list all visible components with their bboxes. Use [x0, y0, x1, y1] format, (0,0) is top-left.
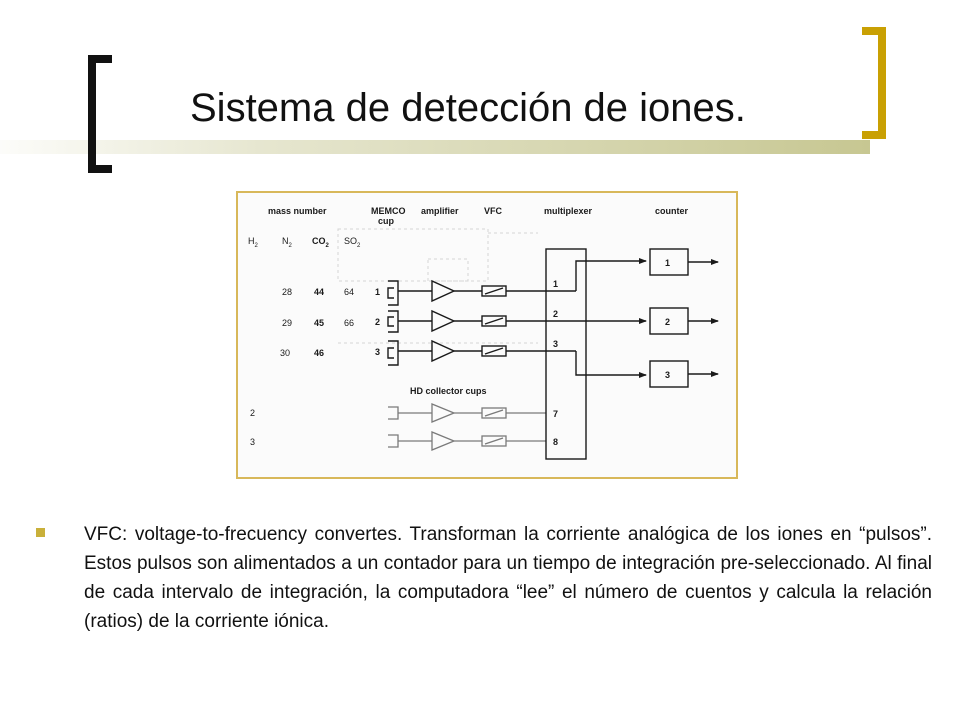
channel-2 — [387, 309, 647, 333]
bullet-text: VFC: voltage-to-frecuency convertes. Tra… — [84, 524, 932, 632]
hd-amplifier-8 — [431, 431, 456, 451]
faint-background-sketch — [337, 228, 538, 344]
hd-collector-label: HD collector cups — [410, 386, 487, 396]
hd-left-label-3: 3 — [250, 437, 255, 447]
vfc-slash — [484, 437, 504, 445]
mass-value: 28 — [282, 287, 292, 297]
channel-1 — [387, 258, 647, 306]
mass-number-table: 28 44 64 29 45 66 30 46 — [280, 287, 354, 358]
cup-label-1: 1 — [375, 287, 380, 297]
ion-detection-diagram: mass number MEMCO cup amplifier VFC mult… — [236, 191, 738, 479]
vfc-slash — [484, 287, 504, 295]
mass-value: 66 — [344, 318, 354, 328]
gas-headers: H2 N2 CO2 SO2 — [248, 236, 361, 249]
bullet-item: VFC: voltage-to-frecuency convertes. Tra… — [36, 520, 932, 636]
left-bracket-decoration — [88, 55, 112, 173]
header-vfc: VFC — [484, 206, 503, 216]
channel-3 — [387, 339, 647, 378]
amplifier-3 — [431, 339, 456, 363]
hd-channel-8 — [388, 431, 546, 451]
hd-amplifier-7 — [431, 403, 456, 423]
hd-left-label-2: 2 — [250, 408, 255, 418]
header-multiplexer: multiplexer — [544, 206, 593, 216]
counter-label-2: 2 — [665, 317, 670, 327]
square-bullet-icon — [36, 528, 45, 537]
mass-value: 30 — [280, 348, 290, 358]
header-mass-number: mass number — [268, 206, 327, 216]
header-amplifier: amplifier — [421, 206, 459, 216]
slide-title: Sistema de detección de iones. — [190, 86, 746, 130]
vfc-slash — [484, 409, 504, 417]
gas-co2: CO2 — [312, 236, 330, 249]
cup-inner-1 — [387, 287, 394, 299]
header-counter: counter — [655, 206, 689, 216]
cup-label-3: 3 — [375, 347, 380, 357]
mass-value: 45 — [314, 318, 324, 328]
mass-value: 29 — [282, 318, 292, 328]
hd-channel-7 — [388, 403, 546, 423]
header-memco: MEMCO — [371, 206, 406, 216]
gas-h2: H2 — [248, 236, 259, 249]
vfc-slash — [484, 347, 504, 355]
faraday-cup-2 — [388, 310, 399, 333]
multiplexer-box — [545, 248, 587, 460]
header-memco-cup: cup — [378, 216, 395, 226]
counters — [649, 248, 719, 388]
mass-value: 64 — [344, 287, 354, 297]
vfc-slash — [484, 317, 504, 325]
hd-cup-8 — [388, 434, 399, 448]
mass-value: 44 — [314, 287, 324, 297]
route-to-counter-1 — [575, 258, 647, 291]
mux-label-8: 8 — [553, 437, 558, 447]
route-to-counter-3 — [575, 351, 647, 378]
faraday-cup-1 — [388, 280, 399, 306]
gas-n2: N2 — [282, 236, 293, 249]
cup-inner-2 — [387, 316, 394, 327]
right-bracket-decoration — [862, 27, 886, 139]
diagram-canvas: mass number MEMCO cup amplifier VFC mult… — [248, 206, 719, 460]
mux-label-1: 1 — [553, 279, 558, 289]
amplifier-1 — [431, 279, 456, 303]
cup-inner-3 — [387, 347, 394, 359]
faraday-cup-3 — [388, 340, 399, 366]
mass-value: 46 — [314, 348, 324, 358]
gas-so2: SO2 — [344, 236, 361, 249]
mux-label-2: 2 — [553, 309, 558, 319]
mux-label-3: 3 — [553, 339, 558, 349]
mux-label-7: 7 — [553, 409, 558, 419]
title-underline-bar — [0, 140, 870, 154]
counter-label-3: 3 — [665, 370, 670, 380]
hd-cup-7 — [388, 406, 399, 420]
counter-label-1: 1 — [665, 258, 670, 268]
cup-label-2: 2 — [375, 317, 380, 327]
amplifier-2 — [431, 309, 456, 333]
